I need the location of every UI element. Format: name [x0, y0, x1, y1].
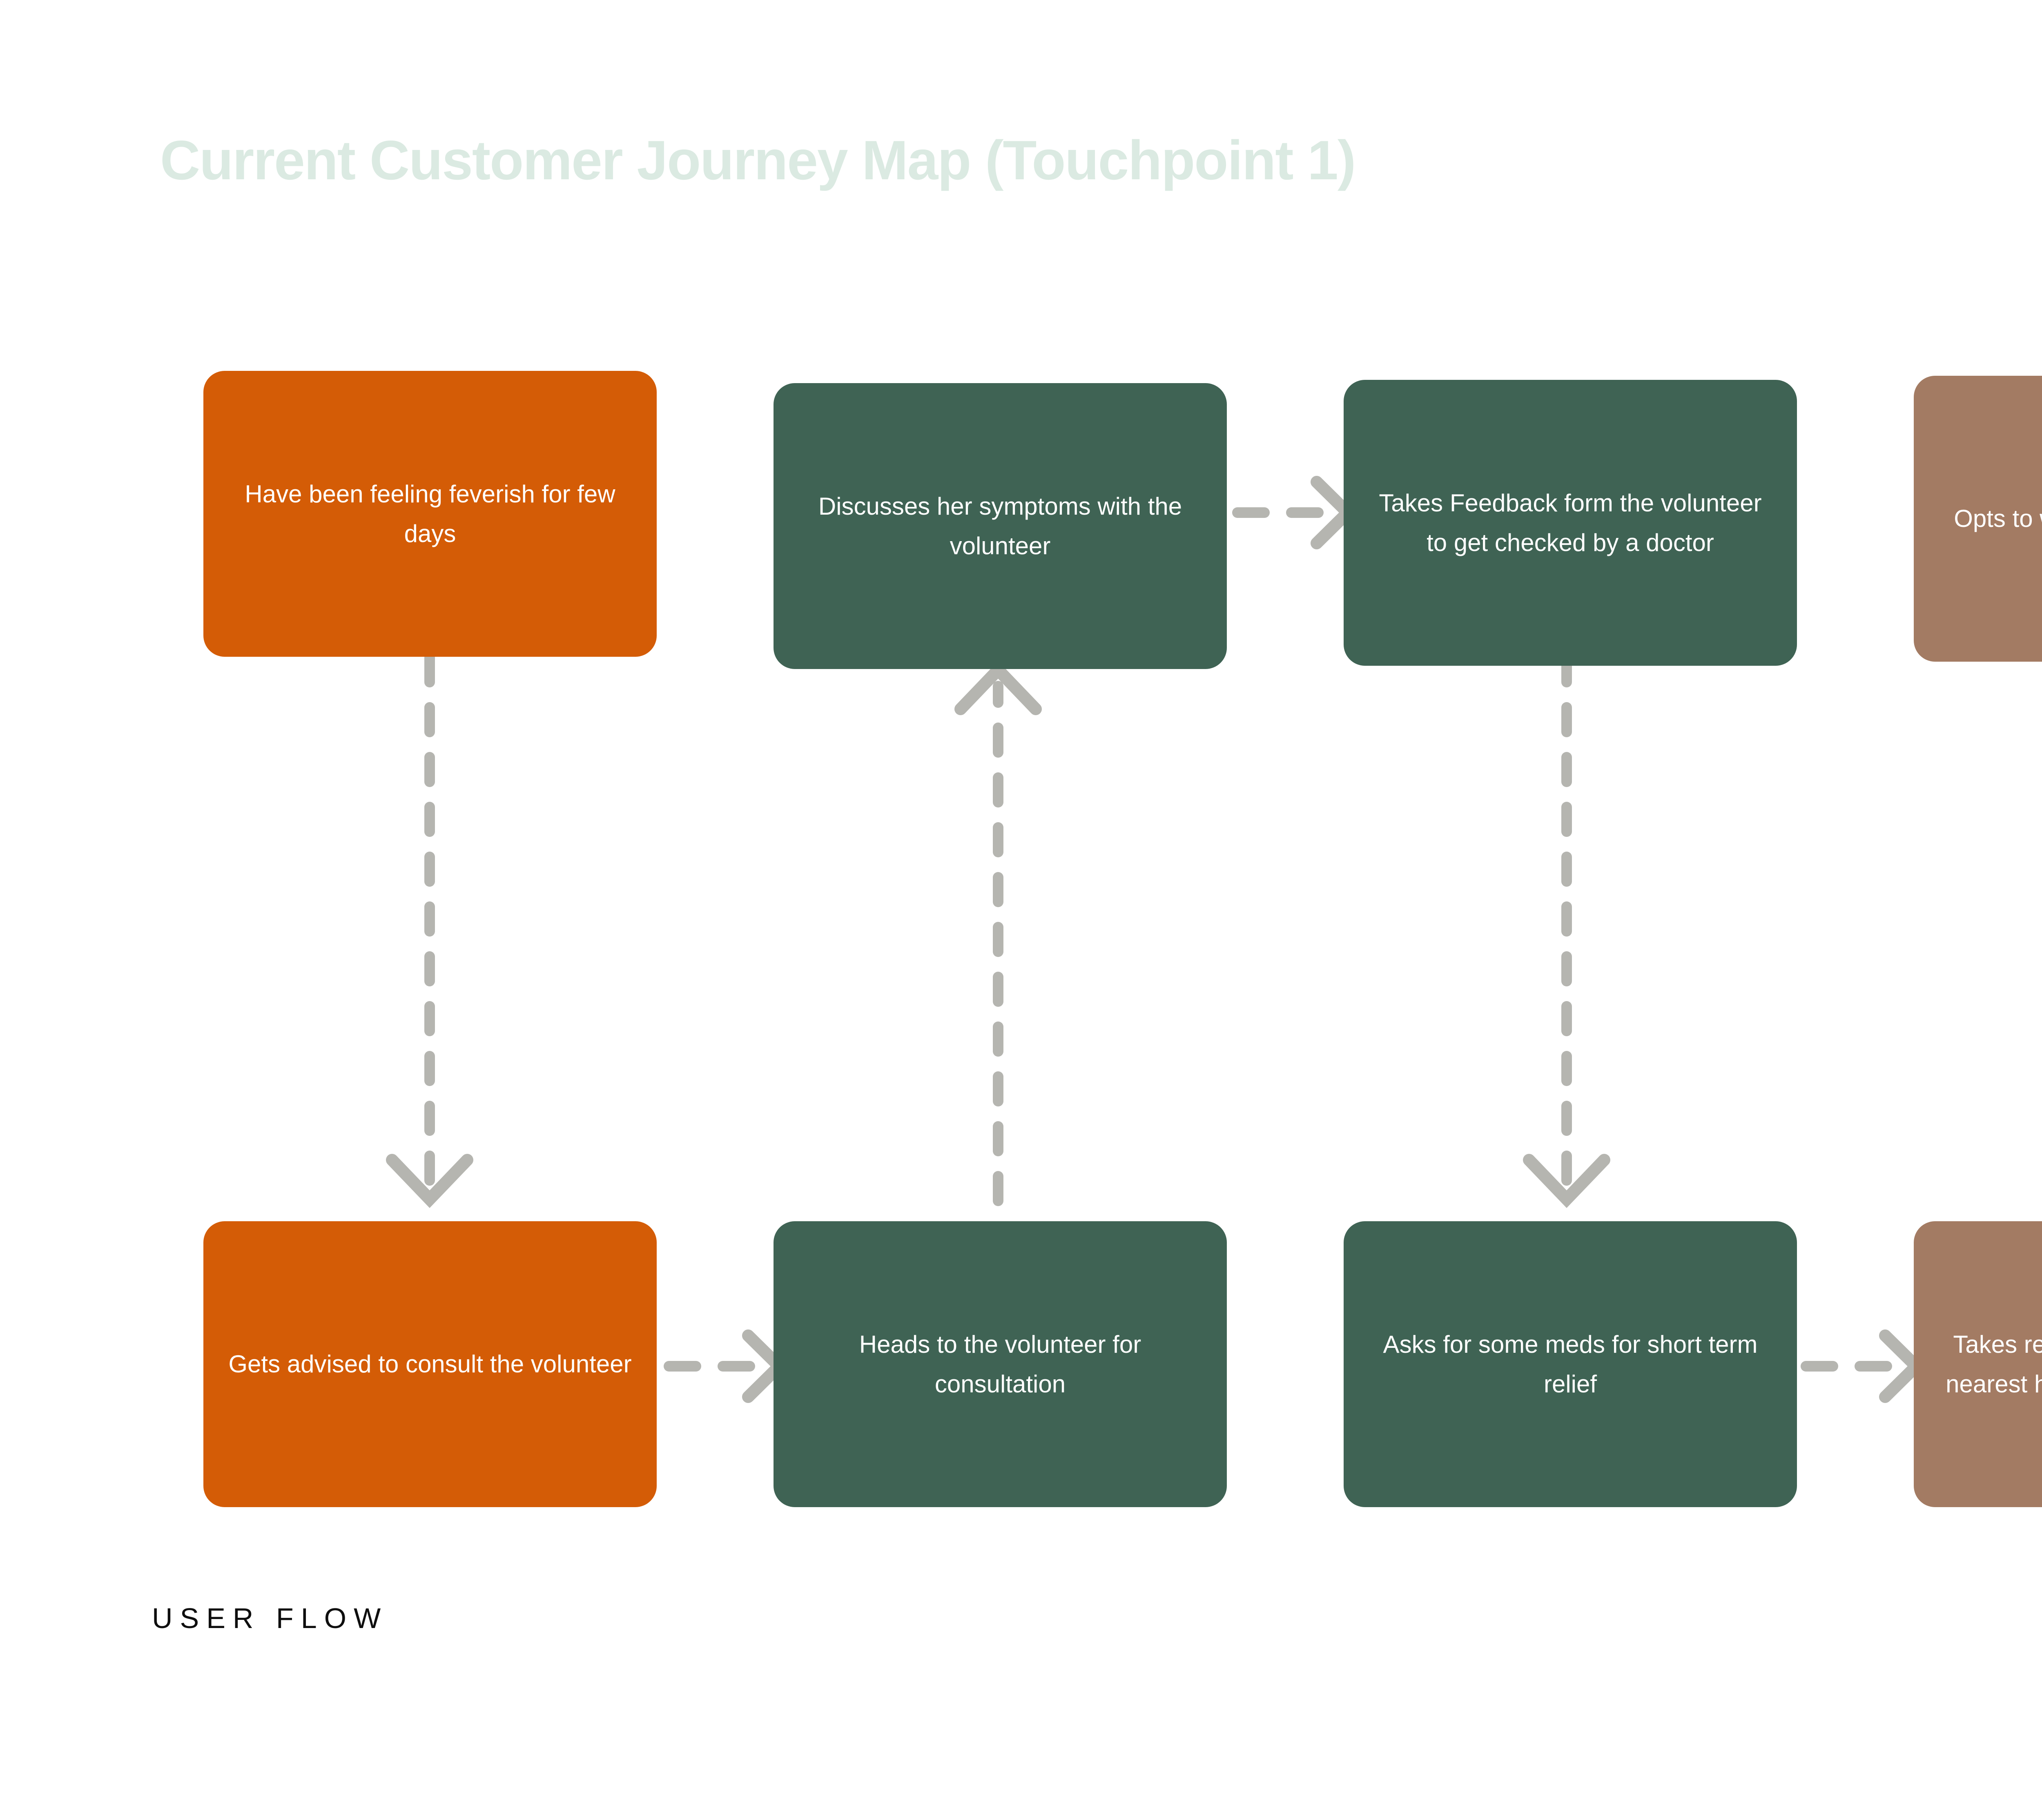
journey-node-label: Asks for some meds for short term relief	[1383, 1330, 1758, 1398]
connector-bottom3-to-bottom4	[1801, 1329, 1925, 1403]
journey-node-bottom-4[interactable]: Takes recommendations about the nearest …	[1914, 1221, 2042, 1507]
journey-node-label: Takes Feedback form the volunteer to get…	[1379, 489, 1762, 556]
journey-node-bottom-3[interactable]: Asks for some meds for short term relief	[1344, 1221, 1797, 1507]
journey-node-label: Have been feeling feverish for few days	[245, 480, 615, 547]
journey-node-label: Opts to wait for the next MMU visit	[1954, 505, 2042, 533]
page-title: Current Customer Journey Map (Touchpoint…	[160, 129, 1356, 191]
journey-node-label: Takes recommendations about the nearest …	[1946, 1330, 2042, 1398]
journey-node-top-2[interactable]: Discusses her symptoms with the voluntee…	[774, 383, 1227, 669]
footer-label: USER FLOW	[152, 1602, 388, 1634]
journey-node-label: Heads to the volunteer for consultation	[859, 1330, 1141, 1398]
connector-bottom2-to-top2	[954, 661, 1042, 1206]
connector-top2-to-top3	[1232, 476, 1357, 549]
journey-node-bottom-2[interactable]: Heads to the volunteer for consultation	[774, 1221, 1227, 1507]
connector-top1-to-bottom1	[386, 652, 473, 1208]
connector-top3-to-bottom3	[1523, 652, 1610, 1208]
connector-bottom1-to-bottom2	[664, 1329, 788, 1403]
journey-node-top-4[interactable]: Opts to wait for the next MMU visit	[1914, 376, 2042, 662]
journey-node-top-1[interactable]: Have been feeling feverish for few days	[203, 371, 657, 657]
journey-node-bottom-1[interactable]: Gets advised to consult the volunteer	[203, 1221, 657, 1507]
journey-node-label: Discusses her symptoms with the voluntee…	[818, 492, 1182, 560]
journey-node-top-3[interactable]: Takes Feedback form the volunteer to get…	[1344, 380, 1797, 666]
journey-node-label: Gets advised to consult the volunteer	[228, 1350, 632, 1378]
